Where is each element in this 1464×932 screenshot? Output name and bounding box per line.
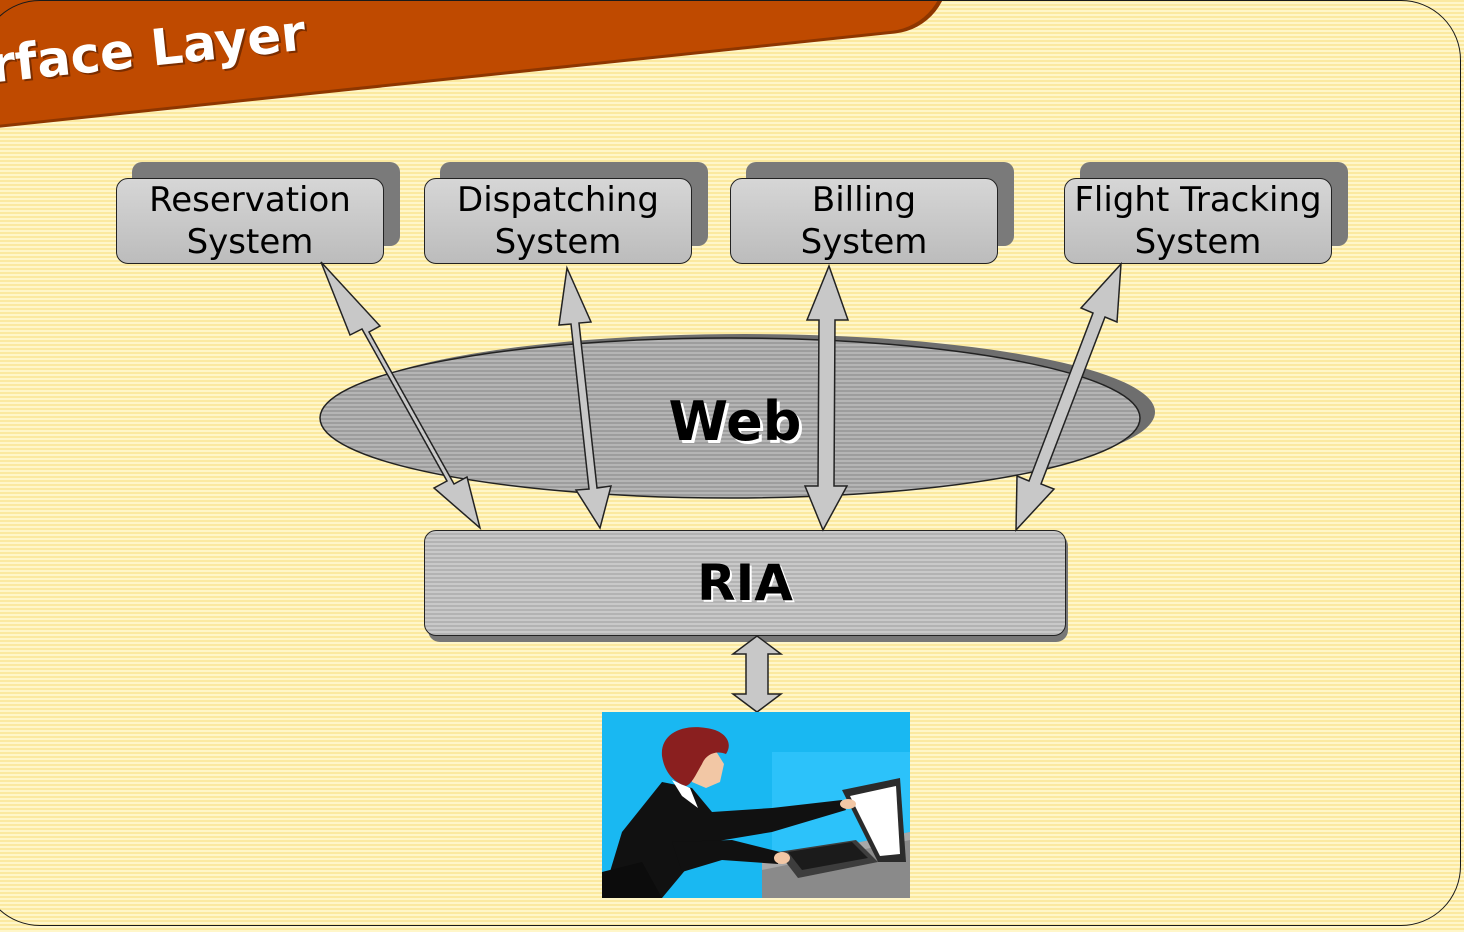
billing-system-box: Billing System <box>730 178 998 264</box>
dispatching-ria-arrow <box>558 265 613 530</box>
ria-box: RIA <box>424 530 1066 636</box>
reservation-line2: System <box>186 222 314 262</box>
billing-ria-arrow <box>803 263 850 532</box>
billing-line2: System <box>800 222 928 262</box>
web-label: Web <box>668 390 802 453</box>
billing-line1: Billing <box>811 180 917 220</box>
reservation-line1: Reservation <box>149 180 351 220</box>
reservation-system-box: Reservation System <box>116 178 384 264</box>
web-ellipse <box>319 337 1141 499</box>
flight-tracking-system-box: Flight Tracking System <box>1064 178 1332 264</box>
flight-tracking-line2: System <box>1134 222 1262 262</box>
ria-label: RIA <box>697 554 793 612</box>
flight-tracking-line1: Flight Tracking <box>1074 180 1322 220</box>
user-at-laptop-icon <box>602 712 910 898</box>
ria-user-arrow <box>730 635 784 713</box>
flight-tracking-ria-arrow <box>1015 261 1122 532</box>
dispatching-system-box: Dispatching System <box>424 178 692 264</box>
dispatching-line1: Dispatching <box>457 180 659 220</box>
dispatching-line2: System <box>494 222 622 262</box>
reservation-ria-arrow <box>320 261 482 531</box>
